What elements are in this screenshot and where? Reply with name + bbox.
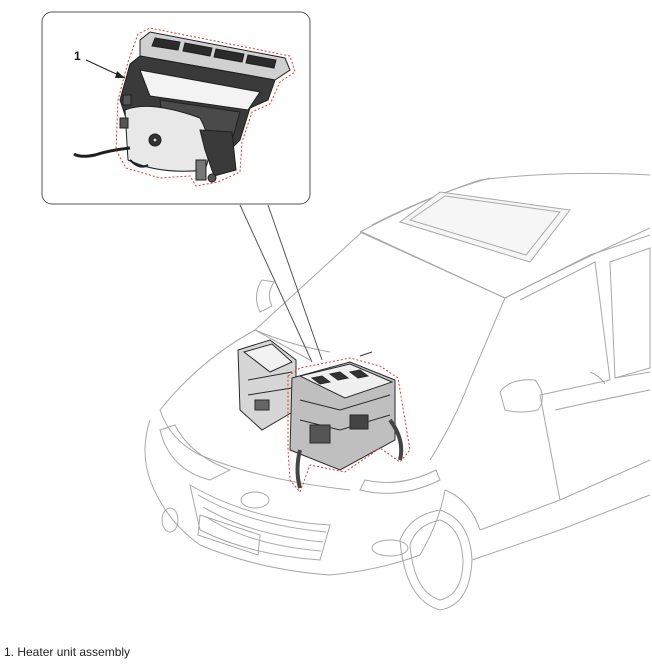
callout-number-1: 1 [74,49,81,63]
detail-highlight-outline [115,27,296,187]
callout-arrow-1 [85,59,126,79]
side-mirror-right [499,379,543,413]
heater-unit-on-car [237,339,411,493]
legend-item-1: 1. Heater unit assembly [4,645,131,659]
headlight-right [359,469,441,494]
license-plate [197,514,261,556]
zoom-leader-lines [239,204,323,363]
detail-callout-box: 1 [41,11,311,205]
brand-logo [240,491,270,509]
highlight-outline [287,357,411,493]
grille [189,483,331,561]
heater-hose [73,146,131,158]
heater-unit-highlighted [289,351,404,489]
fog-light-left [161,507,179,533]
fog-light-right [371,539,409,557]
hvac-left-module [237,339,297,431]
sunroof [398,191,571,263]
headlight-left [159,424,232,481]
heater-unit-detail [73,31,291,183]
front-wheel [399,509,473,611]
side-mirror-left [256,279,275,313]
car-outline [144,172,651,611]
